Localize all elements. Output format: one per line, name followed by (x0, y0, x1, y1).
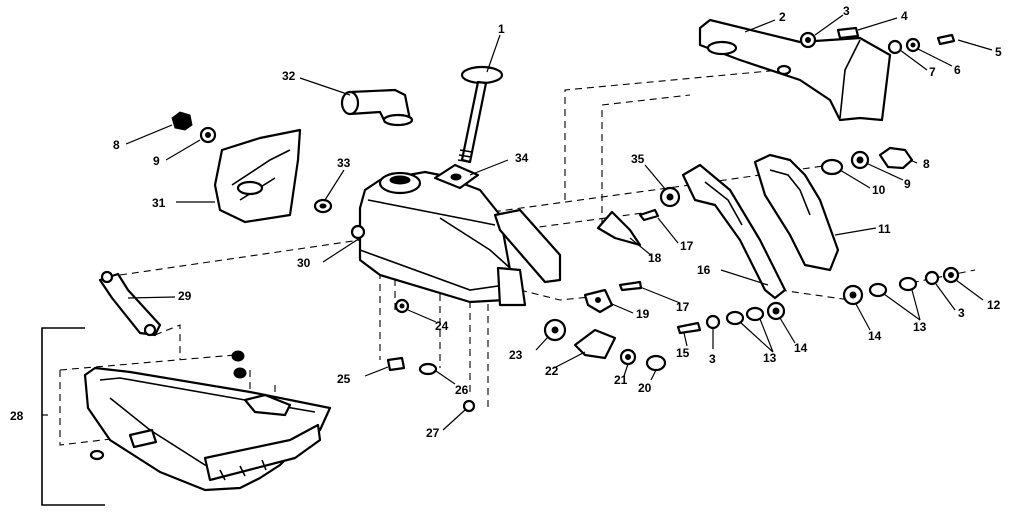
bracket-28 (41, 327, 105, 506)
part-3-nut-lower (705, 314, 721, 330)
part-27-nut (462, 399, 476, 413)
part-35-washer (659, 186, 681, 208)
callout-15: 15 (676, 346, 690, 360)
part-30-housing (350, 170, 562, 307)
callout-6: 6 (954, 63, 961, 77)
part-8-knob-right (878, 146, 914, 170)
callout-labels: 1 2 3 4 5 6 7 32 8 9 33 34 35 8 9 10 31 … (10, 4, 1002, 440)
callout-1: 1 (498, 22, 505, 36)
callout-5: 5 (995, 45, 1002, 59)
callout-13-lower: 13 (763, 351, 777, 365)
callout-20: 20 (638, 381, 652, 395)
callout-33: 33 (337, 156, 351, 170)
part-7-washer (887, 39, 903, 55)
callout-8-left: 8 (113, 138, 120, 152)
callout-32: 32 (282, 69, 296, 83)
callout-21: 21 (614, 373, 628, 387)
part-6-nut (905, 37, 921, 53)
callout-22: 22 (545, 364, 559, 378)
callout-10: 10 (872, 183, 886, 197)
part-23-nut (543, 318, 567, 342)
part-12-cap (942, 266, 960, 284)
part-14-nut-lower (766, 301, 786, 321)
part-13-washers-lower (725, 306, 765, 326)
part-31-shroud (213, 128, 302, 224)
callout-31: 31 (152, 196, 166, 210)
part-28-lower-shroud (83, 350, 332, 492)
part-5-screw (936, 33, 956, 46)
callout-29: 29 (178, 289, 192, 303)
part-2-bracket (698, 18, 892, 122)
part-1-rod (457, 65, 504, 164)
part-26-washer (418, 362, 438, 376)
part-14-nut-right (842, 284, 864, 306)
part-17-screw-upper (638, 208, 660, 222)
part-21-washer (619, 348, 637, 366)
part-3-nut-top (799, 31, 817, 49)
callout-18: 18 (648, 251, 662, 265)
callout-9-left: 9 (153, 154, 160, 168)
callout-13-right: 13 (913, 320, 927, 334)
callout-8-right: 8 (923, 157, 930, 171)
part-3-nut-right (924, 270, 940, 286)
part-25-screw (386, 356, 406, 372)
callout-26: 26 (455, 383, 469, 397)
part-29-lever (98, 270, 162, 337)
part-10-sleeve (820, 158, 844, 176)
callout-25: 25 (337, 372, 351, 386)
callout-35: 35 (631, 152, 645, 166)
callout-9-right: 9 (904, 177, 911, 191)
callout-19: 19 (636, 307, 650, 321)
callout-30: 30 (297, 256, 311, 270)
callout-11: 11 (878, 222, 891, 236)
callout-17-lower: 17 (676, 300, 690, 314)
callout-28: 28 (10, 409, 24, 423)
part-4-bolt (836, 26, 860, 40)
part-32-elbow (340, 88, 414, 127)
callout-2: 2 (779, 10, 786, 24)
part-24-nut (394, 298, 410, 314)
part-19-tab (583, 288, 614, 314)
part-9-washer-right (850, 150, 870, 170)
part-34-plate (433, 163, 480, 190)
callout-3-right: 3 (958, 306, 965, 320)
callout-23: 23 (509, 348, 523, 362)
callout-27: 27 (426, 426, 440, 440)
callout-16: 16 (697, 263, 711, 277)
part-33-washer (313, 198, 333, 214)
callout-14-lower: 14 (794, 341, 808, 355)
leader-lines (42, 14, 993, 431)
callout-24: 24 (435, 319, 449, 333)
part-8-knob-left (171, 111, 193, 131)
callout-3-top: 3 (843, 4, 850, 18)
part-13-washers-right (868, 276, 918, 298)
callout-12: 12 (987, 298, 1001, 312)
callout-34: 34 (515, 151, 529, 165)
part-15-screw (676, 321, 702, 335)
callout-3-lower: 3 (709, 352, 716, 366)
part-16-guide (681, 163, 787, 300)
part-17-screw-lower (618, 280, 643, 292)
callout-14-right: 14 (868, 329, 882, 343)
part-9-washer-left (199, 126, 217, 144)
callout-7: 7 (929, 65, 936, 79)
callout-4: 4 (901, 9, 908, 23)
part-18-clip (596, 210, 642, 247)
part-11-guide (753, 153, 840, 272)
callout-17-upper: 17 (680, 239, 694, 253)
part-20-cap (645, 354, 667, 372)
